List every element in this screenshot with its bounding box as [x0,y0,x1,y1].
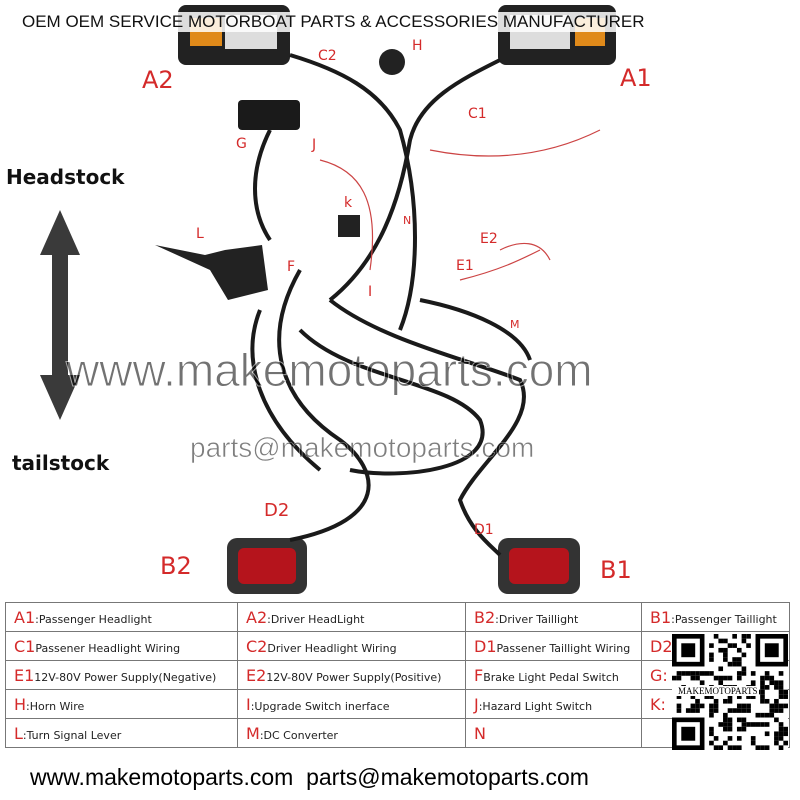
legend-cell: C2Driver Headlight Wiring [237,631,466,661]
legend-key: J [474,694,479,714]
legend-cell: FBrake Light Pedal Switch [465,660,642,690]
watermark-email: parts@makemotoparts.com [190,432,535,464]
wiring-diagram [40,5,616,594]
legend-key: G: [650,665,668,685]
footer-email: parts@makemotoparts.com [306,764,589,790]
legend-key: N [474,723,486,743]
label-a2: A2 [142,66,174,94]
watermark-site: www.makemotoparts.com [66,344,594,397]
label-i: I [368,284,373,300]
switch-k [338,215,360,237]
legend-key: E1 [14,665,35,685]
legend-key: A2 [246,607,268,627]
legend-cell: J:Hazard Light Switch [465,689,642,719]
legend-cell: B1:Passenger Taillight [641,602,790,632]
label-g: G [236,136,247,152]
legend-key: C2 [246,636,268,656]
legend-key: E2 [246,665,267,685]
legend-text: Driver Headlight Wiring [267,641,397,655]
legend-cell: N [465,718,642,748]
taillight-b2 [227,538,307,594]
legend-text: Passener Headlight Wiring [35,641,181,655]
legend-key: F [474,665,484,685]
legend-key: K: [650,694,666,714]
label-d2: D2 [264,500,290,521]
label-e1: E1 [456,258,474,274]
turn-signal-l [155,245,268,300]
label-m: M [510,318,520,331]
legend-key: D1 [474,636,497,656]
taillight-b1 [498,538,580,594]
legend-text: 12V-80V Power Supply(Negative) [34,670,217,684]
legend-cell: H:Horn Wire [5,689,238,719]
label-d1: D1 [474,522,494,538]
legend-text: :Hazard Light Switch [478,699,593,713]
legend-cell: E212V-80V Power Supply(Positive) [237,660,466,690]
legend-text: :Driver Taillight [495,612,579,626]
legend-cell: A2:Driver HeadLight [237,602,466,632]
page-title: OEM OEM SERVICE MOTORBOAT PARTS & ACCESS… [22,12,645,32]
legend-text: :Horn Wire [26,699,85,713]
legend-cell: I:Upgrade Switch inerface [237,689,466,719]
legend-text: Brake Light Pedal Switch [483,670,619,684]
legend-key: B1 [650,607,672,627]
legend-key: L [14,723,23,743]
legend-cell: A1:Passenger Headlight [5,602,238,632]
tailstock-label: tailstock [12,451,110,475]
headstock-label: Headstock [6,165,125,189]
legend-cell: E112V-80V Power Supply(Negative) [5,660,238,690]
legend-cell: B2:Driver Taillight [465,602,642,632]
legend-text: :DC Converter [259,728,338,742]
legend-key: D2 [650,636,673,656]
legend-text: :Passenger Taillight [671,612,777,626]
legend-text: :Upgrade Switch inerface [250,699,390,713]
legend-text: :Driver HeadLight [267,612,365,626]
label-n: N [403,214,412,227]
legend-key: I [246,694,251,714]
qr-caption: MAKEMOTOPARTS [676,686,760,696]
label-b2: B2 [160,552,192,580]
legend-key: B2 [474,607,496,627]
legend-text: Passener Taillight Wiring [496,641,631,655]
qr-code[interactable] [672,634,788,750]
legend-key: C1 [14,636,36,656]
legend-key: H [14,694,27,714]
legend-cell: D1Passener Taillight Wiring [465,631,642,661]
legend-cell: M:DC Converter [237,718,466,748]
label-a1: A1 [620,64,652,92]
legend-cell: L:Turn Signal Lever [5,718,238,748]
label-b1: B1 [600,556,632,584]
label-f: F [287,259,296,275]
footer-site: www.makemotoparts.com [30,764,294,790]
label-l: L [196,226,204,242]
legend-key: A1 [14,607,36,627]
switch-g [238,100,300,130]
footer-watermark: www.makemotoparts.com parts@makemotopart… [30,764,589,791]
label-c2: C2 [318,48,337,64]
horn [379,49,405,75]
legend-cell: C1Passener Headlight Wiring [5,631,238,661]
label-e2: E2 [480,231,498,247]
label-k: k [344,195,353,211]
legend-text: :Turn Signal Lever [22,728,122,742]
legend-text: :Passenger Headlight [35,612,152,626]
label-j: J [312,137,317,153]
label-h: H [412,38,423,54]
label-c1: C1 [468,106,487,122]
direction-arrow [40,210,80,420]
legend-text: 12V-80V Power Supply(Positive) [266,670,442,684]
legend-key: M [246,723,260,743]
